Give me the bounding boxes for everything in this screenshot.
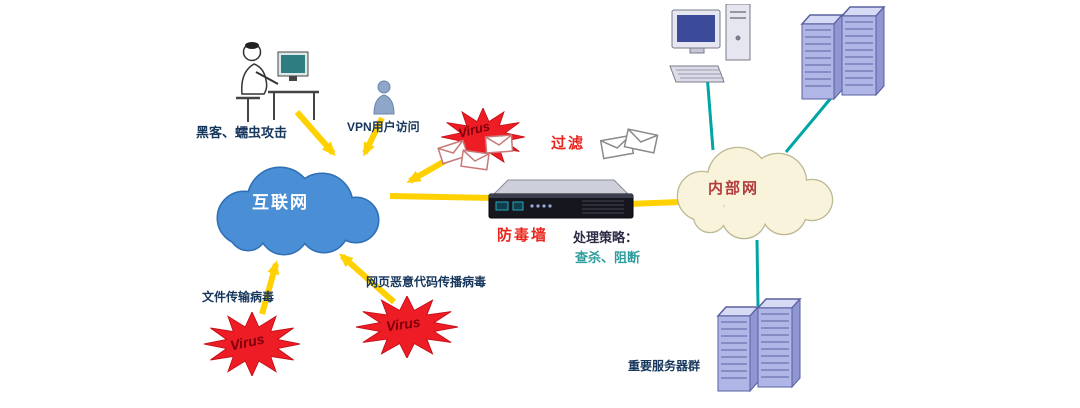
link-intranet-to-rack: [784, 91, 838, 153]
intranet-cloud-label: 内部网: [708, 180, 760, 197]
firewall-label: 防毒墙: [497, 227, 549, 244]
vpn-user-label: VPN用户访问: [347, 120, 420, 134]
internet-cloud-label: 互联网: [252, 193, 309, 212]
email-icon: [437, 134, 514, 171]
arrow-web-virus-to-internet: [339, 253, 396, 305]
hacker-attack-label: 黑客、蠕虫攻击: [196, 125, 288, 140]
virus-burst-icon: [441, 108, 525, 166]
server-rack-icon: [800, 6, 886, 101]
web-virus-label: 网页恶意代码传播病毒: [366, 275, 487, 289]
hacker-workstation-icon: [236, 42, 319, 122]
link-firewall-to-intranet: [629, 199, 681, 207]
server-rack-icon: [716, 298, 802, 393]
strategy-title-label: 处理策略：: [573, 230, 639, 245]
arrow-hacker-to-internet: [294, 110, 336, 157]
virus-burst-icon: [356, 296, 458, 358]
link-intranet-to-servers: [755, 239, 760, 307]
file-virus-label: 文件传输病毒: [202, 290, 275, 304]
arrow-vpn-to-internet: [362, 116, 385, 157]
servers-label: 重要服务器群: [628, 359, 701, 373]
strategy-actions-label: 查杀、阻断: [575, 250, 641, 265]
firewall-appliance-icon: [488, 179, 634, 219]
link-internet-to-firewall: [389, 193, 495, 201]
email-icon: [600, 128, 659, 160]
arrow-file-virus-to-internet: [259, 260, 280, 315]
desktop-pc-icon: [669, 4, 751, 83]
virus-burst-icon: [204, 312, 300, 376]
link-intranet-to-pc: [705, 73, 715, 151]
filter-label: 过滤: [551, 135, 586, 152]
vpn-user-icon: [373, 80, 395, 115]
